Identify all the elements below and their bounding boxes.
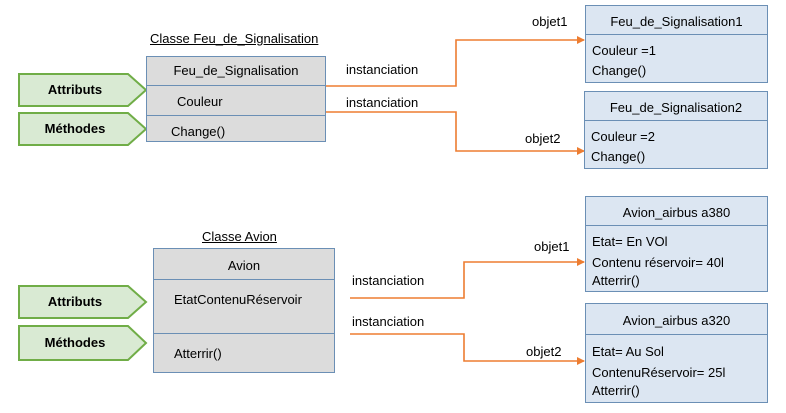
feu-object-2-line-1: Couleur =2 [591,129,655,144]
feu-attributs-tag: Attributs [47,82,103,97]
avion-object-1-line-1: Etat= En VOl [592,234,668,249]
avion-object-1-name: Avion_airbus a380 [622,205,731,220]
feu-link-2-action: instanciation [346,95,419,110]
avion-attributs-tag: Attributs [47,294,103,309]
avion-object-2-name: Avion_airbus a320 [622,313,731,328]
avion-methodes-tag-shape [18,325,148,361]
avion-attributs-tag-shape [18,285,148,319]
feu-methodes-tag-shape [18,112,148,146]
feu-link-2-object-label: objet2 [525,131,561,146]
avion-object-2-divider [586,334,767,335]
feu-methodes-tag: Méthodes [44,121,106,136]
avion-link-2-object-label: objet2 [526,344,562,359]
avion-object-2-line-1: Etat= Au Sol [592,344,664,359]
feu-object-2-box: Feu_de_Signalisation2 Couleur =2 Change(… [584,91,768,169]
avion-link-1-object-label: objet1 [534,239,570,254]
feu-class-caption: Classe Feu_de_Signalisation [150,31,319,46]
avion-link-1-action: instanciation [352,273,425,288]
avion-arrow-objet2 [350,333,585,365]
avion-object-1-divider [586,225,767,226]
feu-object-1-line-2: Change() [592,63,647,78]
feu-object-1-divider [586,34,767,35]
feu-attributs-tag-shape [18,73,148,107]
avion-arrow-objet1 [350,258,585,299]
avion-class-attribute: EtatContenuRéservoir [174,292,302,307]
avion-object-2-box: Avion_airbus a320 Etat= Au Sol ContenuRé… [585,303,768,403]
feu-class-name: Feu_de_Signalisation [173,63,299,78]
feu-class-attribute: Couleur [177,94,223,109]
feu-object-2-divider [585,120,767,121]
feu-object-2-name: Feu_de_Signalisation2 [609,100,743,115]
feu-class-divider-2 [147,115,325,116]
feu-link-1-object-label: objet1 [532,14,568,29]
avion-object-1-line-2: Contenu réservoir= 40l [592,255,724,270]
avion-class-name: Avion [227,258,261,273]
avion-class-divider-2 [154,333,334,334]
feu-object-2-line-2: Change() [591,149,646,164]
avion-object-2-line-3: Atterrir() [592,383,640,398]
feu-object-1-line-1: Couleur =1 [592,43,656,58]
avion-object-1-box: Avion_airbus a380 Etat= En VOl Contenu r… [585,196,768,292]
avion-link-2-action: instanciation [352,314,425,329]
avion-object-2-line-2: ContenuRéservoir= 25l [592,365,726,380]
feu-link-1-action: instanciation [346,62,419,77]
feu-class-method: Change() [171,124,226,139]
avion-class-box: Avion EtatContenuRéservoir Atterrir() [153,248,335,373]
feu-class-divider-1 [147,85,325,86]
avion-object-1-line-3: Atterrir() [592,273,640,288]
feu-arrow-objet2 [326,111,585,155]
avion-class-caption: Classe Avion [202,229,277,244]
avion-methodes-tag: Méthodes [44,335,106,350]
avion-class-divider-1 [154,279,334,280]
avion-class-method: Atterrir() [174,346,222,361]
feu-object-1-name: Feu_de_Signalisation1 [610,14,743,29]
feu-arrow-objet1 [326,36,585,87]
feu-object-1-box: Feu_de_Signalisation1 Couleur =1 Change(… [585,5,768,83]
feu-class-box: Feu_de_Signalisation Couleur Change() [146,56,326,142]
